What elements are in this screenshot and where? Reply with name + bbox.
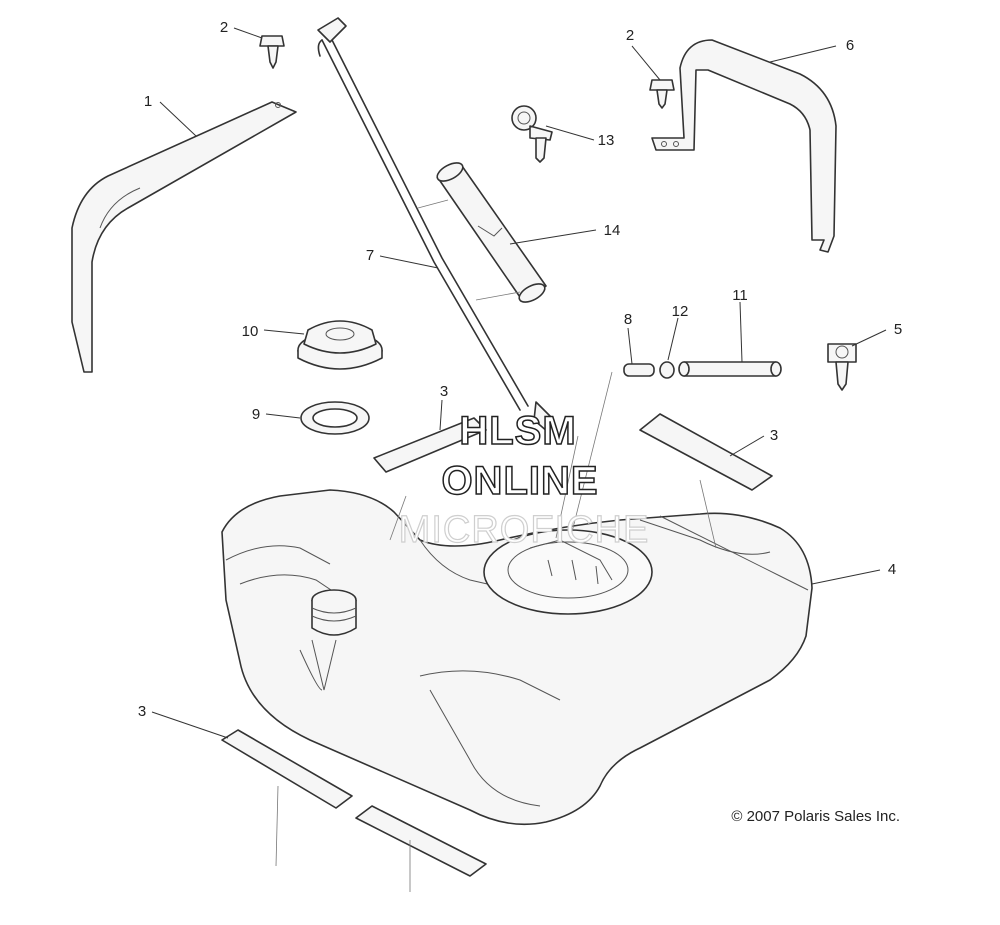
part-2-bolt-right <box>649 79 675 109</box>
callout-12: 12 <box>672 303 689 320</box>
callout-1: 1 <box>144 93 152 110</box>
callout-2-right: 2 <box>626 27 634 44</box>
callout-3-bottom: 3 <box>138 703 146 720</box>
part-13-clip <box>511 105 553 163</box>
part-3-pad-bottom-left <box>221 729 353 809</box>
callout-9: 9 <box>252 406 260 423</box>
callout-13: 13 <box>598 132 615 149</box>
part-3-pad-top-right <box>639 413 773 491</box>
callout-4: 4 <box>888 561 896 578</box>
callout-14: 14 <box>604 222 621 239</box>
callout-3-top-left: 3 <box>440 383 448 400</box>
part-14-sleeve <box>436 162 547 303</box>
part-7-vent-tube <box>317 17 553 433</box>
callout-7: 7 <box>366 247 374 264</box>
callout-6: 6 <box>846 37 854 54</box>
callout-8: 8 <box>624 311 632 328</box>
callout-labels: 1 2 2 6 13 7 14 10 9 8 12 11 5 3 3 4 3 <box>138 19 902 720</box>
part-3-pad-top-left <box>373 417 487 473</box>
part-8-fitting <box>623 363 655 377</box>
callout-5: 5 <box>894 321 902 338</box>
part-9-gasket <box>300 401 370 435</box>
copyright-notice: © 2007 Polaris Sales Inc. <box>731 808 900 825</box>
watermark: HLSM ONLINE MICROFICHE <box>398 408 650 551</box>
callout-11: 11 <box>732 287 748 304</box>
part-1-left-strap <box>71 101 297 373</box>
extension-lines <box>275 199 717 892</box>
callout-2-left: 2 <box>220 19 228 36</box>
part-2-bolt-left <box>259 35 285 69</box>
part-5-valve <box>827 343 857 391</box>
watermark-line-1: HLSM <box>459 409 576 453</box>
part-12-clamp <box>659 361 675 379</box>
part-4-fuel-tank <box>221 489 813 826</box>
part-10-fuel-cap <box>297 320 383 370</box>
watermark-line-3: MICROFICHE <box>399 509 650 551</box>
part-6-right-strap <box>651 39 837 253</box>
callout-10: 10 <box>242 323 259 340</box>
leader-lines <box>151 27 887 739</box>
part-11-hose <box>678 361 782 377</box>
watermark-line-2: ONLINE <box>441 459 598 503</box>
callout-3-top-right: 3 <box>770 427 778 444</box>
part-3-pad-bottom-right <box>355 805 487 877</box>
